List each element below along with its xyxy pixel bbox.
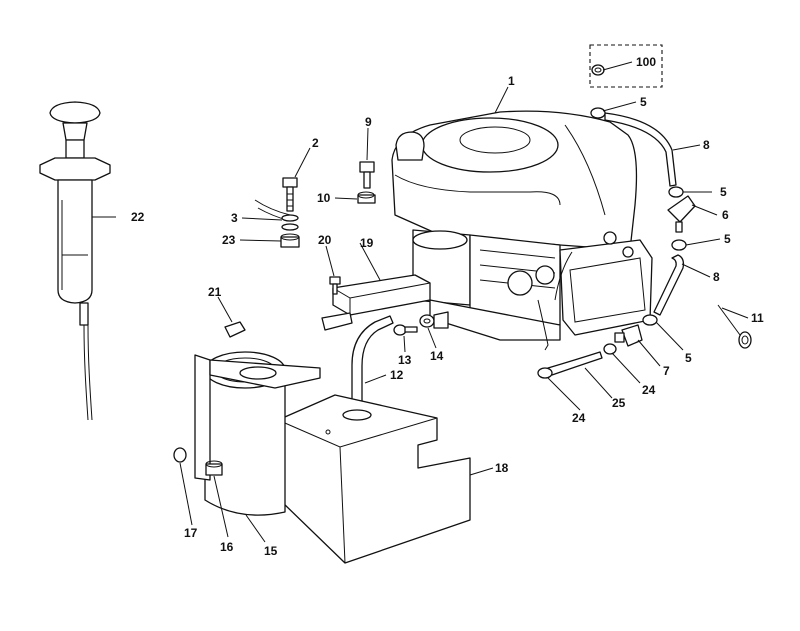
spring-part-11 — [717, 304, 752, 349]
hose-part-25 — [537, 351, 603, 379]
callout-25: 25 — [612, 396, 626, 410]
fuel-pipe-part-12 — [351, 315, 394, 413]
callout-24-left: 24 — [572, 411, 586, 425]
callout-6: 6 — [722, 208, 729, 222]
bracket-part-19 — [321, 274, 431, 331]
wires-part-3 — [254, 199, 299, 231]
fuel-hose-upper-part-8 — [590, 107, 684, 198]
callout-22: 22 — [131, 210, 145, 224]
nut-part-23 — [280, 233, 300, 248]
callout-16: 16 — [220, 540, 234, 554]
callout-5-low: 5 — [724, 232, 731, 246]
callout-21: 21 — [208, 285, 222, 299]
nut-part-10 — [357, 191, 376, 204]
callout-8-lower: 8 — [713, 270, 720, 284]
callout-2: 2 — [312, 136, 319, 150]
callout-24-right: 24 — [642, 383, 656, 397]
callout-5-top: 5 — [640, 95, 647, 109]
callout-10: 10 — [317, 191, 331, 205]
nut-part-17 — [173, 447, 187, 463]
callout-7: 7 — [663, 364, 670, 378]
bolt-part-9 — [359, 161, 375, 189]
fitting-part-14 — [419, 311, 449, 329]
callout-3: 3 — [231, 211, 238, 225]
bolt-part-2 — [282, 177, 298, 212]
syringe-part-22 — [39, 101, 111, 421]
callout-13: 13 — [398, 353, 412, 367]
fuel-tank-part-18 — [277, 394, 471, 564]
screw-part-13 — [393, 324, 418, 336]
callout-labels: 1 2 3 5 5 5 5 6 7 8 8 9 10 11 12 13 14 1… — [131, 55, 764, 558]
callout-9: 9 — [365, 115, 372, 129]
callout-23: 23 — [222, 233, 236, 247]
fuel-valve-part-7 — [614, 324, 643, 347]
screw-part-20 — [329, 276, 341, 295]
nut-part-16 — [205, 460, 223, 476]
clip-part-100 — [589, 44, 663, 88]
callout-20: 20 — [318, 233, 332, 247]
callout-5-mid: 5 — [720, 185, 727, 199]
callout-19: 19 — [360, 236, 374, 250]
callout-5-bottom: 5 — [685, 351, 692, 365]
callout-100: 100 — [636, 55, 656, 69]
callout-17: 17 — [184, 526, 198, 540]
leader-lines — [92, 61, 749, 543]
callout-8-upper: 8 — [703, 138, 710, 152]
callout-15: 15 — [264, 544, 278, 558]
clip-part-21 — [224, 321, 246, 338]
fuel-filter-part-6 — [667, 195, 696, 251]
callout-11: 11 — [751, 311, 764, 325]
fuel-hose-lower-part-8 — [642, 254, 685, 326]
callout-1: 1 — [508, 74, 515, 88]
engine-part-1 — [391, 110, 653, 351]
clamp-part-24 — [603, 343, 617, 355]
callout-18: 18 — [495, 461, 509, 475]
callout-14: 14 — [430, 349, 444, 363]
canister-part-15 — [194, 351, 321, 516]
callout-12: 12 — [390, 368, 404, 382]
